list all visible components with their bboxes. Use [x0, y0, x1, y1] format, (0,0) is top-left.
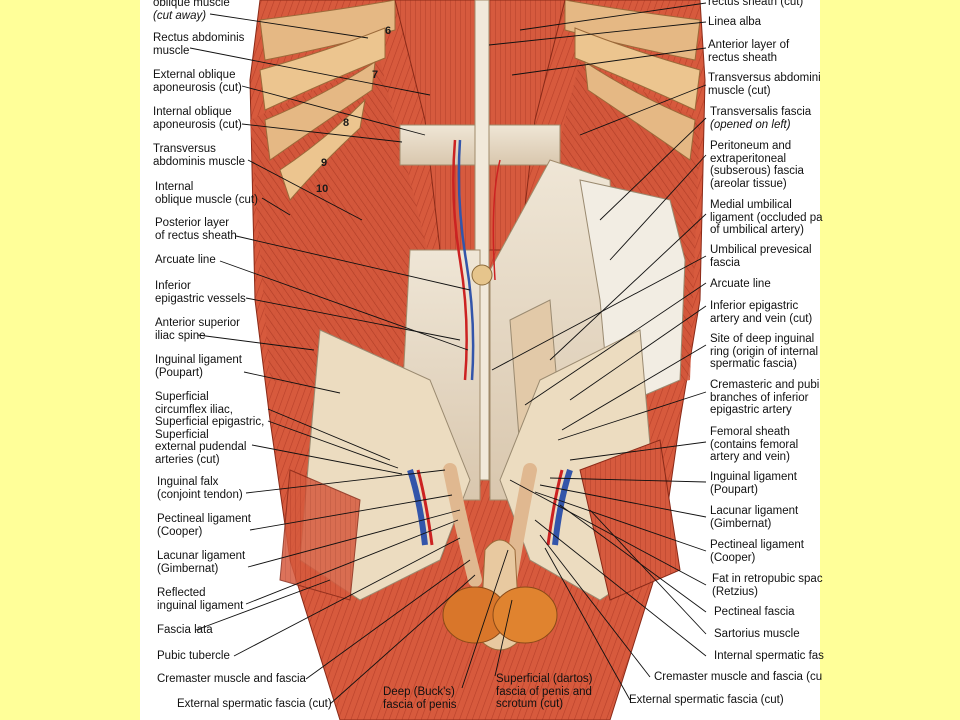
label-arcuate-line-left: Arcuate line: [155, 254, 216, 266]
label-linea-alba: Linea alba: [708, 16, 762, 28]
label-pectineal-fascia: Pectineal fascia: [714, 606, 795, 618]
label-arcuate-line-right: Arcuate line: [710, 278, 771, 290]
label-inguinal-ligament-right: Inguinal ligament(Poupart): [710, 471, 797, 496]
rib-number: 8: [343, 117, 349, 129]
label-lacunar-ligament-left: Lacunar ligament(Gimbernat): [157, 550, 246, 575]
label-sartorius-muscle: Sartorius muscle: [714, 628, 800, 640]
anatomy-plate: 6 7 8 9 10: [140, 0, 820, 720]
label-internal-spermatic-fascia: Internal spermatic fas: [714, 650, 824, 662]
label-rectus-sheath-cut: rectus sheath (cut): [708, 0, 804, 8]
label-inguinal-falx: Inguinal falx(conjoint tendon): [157, 476, 243, 501]
label-bucks-fascia: Deep (Buck's)fascia of penis: [383, 686, 457, 711]
label-fat-retropubic-space: Fat in retropubic spac(Retzius): [712, 573, 823, 598]
label-pectineal-ligament-right: Pectineal ligament(Cooper): [710, 539, 804, 564]
rib-number: 6: [385, 25, 391, 37]
label-external-spermatic-fascia-right: External spermatic fascia (cut): [629, 694, 784, 706]
label-inguinal-ligament-left: Inguinal ligament(Poupart): [155, 354, 242, 379]
label-external-spermatic-fascia-left: External spermatic fascia (cut): [177, 698, 332, 710]
label-pectineal-ligament-left: Pectineal ligament(Cooper): [157, 513, 251, 538]
label-pubic-tubercle: Pubic tubercle: [157, 650, 230, 662]
rib-number: 10: [316, 183, 328, 195]
label-lacunar-ligament-right: Lacunar ligament(Gimbernat): [710, 505, 799, 530]
label-fascia-lata: Fascia lata: [157, 624, 213, 636]
abdominal-wall-illustration: 6 7 8 9 10: [189, 0, 707, 720]
leader-lines: [189, 13, 513, 705]
label-oblique-cut-away: oblique muscle(cut away): [153, 0, 230, 22]
rib-number: 7: [372, 69, 378, 81]
leader-lines-right: [488, 2, 707, 701]
label-cremaster-muscle-left: Cremaster muscle and fascia: [157, 673, 306, 685]
label-cremaster-muscle-right: Cremaster muscle and fascia (cu: [654, 671, 823, 683]
rib-number: 9: [321, 157, 327, 169]
label-transversalis-fascia: Transversalis fascia(opened on left): [710, 106, 812, 131]
